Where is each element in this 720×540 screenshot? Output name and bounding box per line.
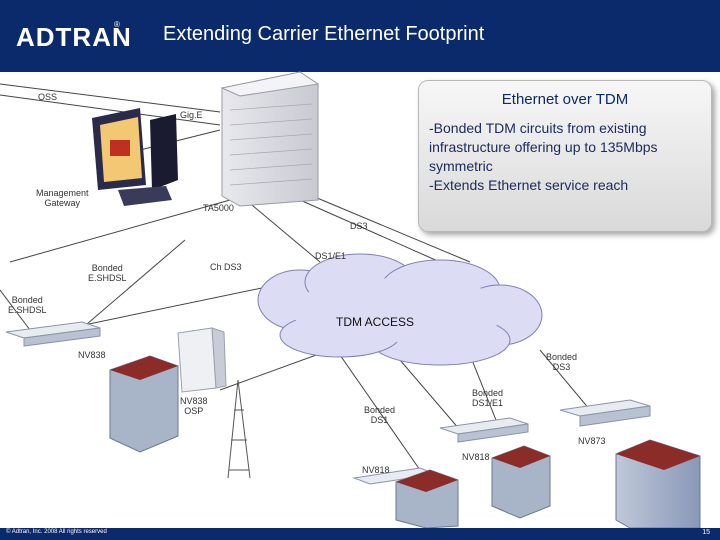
nv873-label: NV873: [578, 436, 606, 446]
tdm-access-cloud: [257, 253, 543, 366]
ds1e1-label: DS1/E1: [315, 251, 347, 261]
copyright-text: © Adtran, Inc. 2008 All rights reserved: [6, 529, 107, 535]
ta5000-label: TA5000: [203, 203, 234, 213]
nv838-osp-cabinet-icon: [177, 327, 227, 393]
bonded-eshdsl-label-2: Bonded E.SHDSL: [8, 295, 47, 315]
page-number: 15: [702, 529, 710, 536]
ds3-label: DS3: [350, 221, 368, 231]
nv818-device-icon: [439, 417, 529, 443]
adtran-logo: ADTRAN: [16, 22, 132, 52]
registered-mark: ®: [114, 20, 120, 29]
nv873-device-icon: [559, 399, 651, 427]
building-icon-center: [395, 469, 459, 529]
nv838-osp-label: NV838 OSP: [180, 396, 208, 416]
bonded-ds3-label: Bonded DS3: [546, 352, 578, 372]
gige-label: Gig.E: [180, 110, 203, 120]
connection-lines: [0, 83, 591, 471]
management-gateway-label: Management Gateway: [36, 188, 89, 208]
bonded-eshdsl-label-1: Bonded E.SHDSL: [88, 263, 127, 283]
callout-body: -Bonded TDM circuits from existing infra…: [429, 120, 658, 193]
cell-tower-icon: [227, 379, 251, 479]
bonded-ds1-label: Bonded DS1: [364, 405, 396, 425]
header-bar: ADTRAN ® Extending Carrier Ethernet Foot…: [0, 0, 720, 72]
footer-bar: © Adtran, Inc. 2008 All rights reserved …: [0, 528, 720, 540]
slide-title: Extending Carrier Ethernet Footprint: [163, 23, 485, 45]
nv818-label-1: NV818: [462, 452, 490, 462]
nv818-label-2: NV818: [362, 465, 390, 475]
bonded-ds1e1-label: Bonded DS1/E1: [472, 388, 504, 408]
building-icon-right-small: [491, 445, 551, 519]
building-icon-tower: [615, 439, 701, 529]
building-icon-left: [109, 355, 179, 453]
nv838-label: NV838: [78, 350, 106, 360]
ethernet-over-tdm-callout: Ethernet over TDM -Bonded TDM circuits f…: [418, 80, 712, 232]
management-gateway-icon: [92, 108, 178, 206]
tdm-access-label: TDM ACCESS: [336, 315, 415, 329]
nv838-device-icon: [5, 321, 101, 347]
oss-label: OSS: [38, 92, 58, 102]
ta5000-chassis-icon: [220, 71, 320, 207]
callout-title: Ethernet over TDM: [501, 91, 629, 108]
ch-ds3-label: Ch DS3: [210, 262, 242, 272]
